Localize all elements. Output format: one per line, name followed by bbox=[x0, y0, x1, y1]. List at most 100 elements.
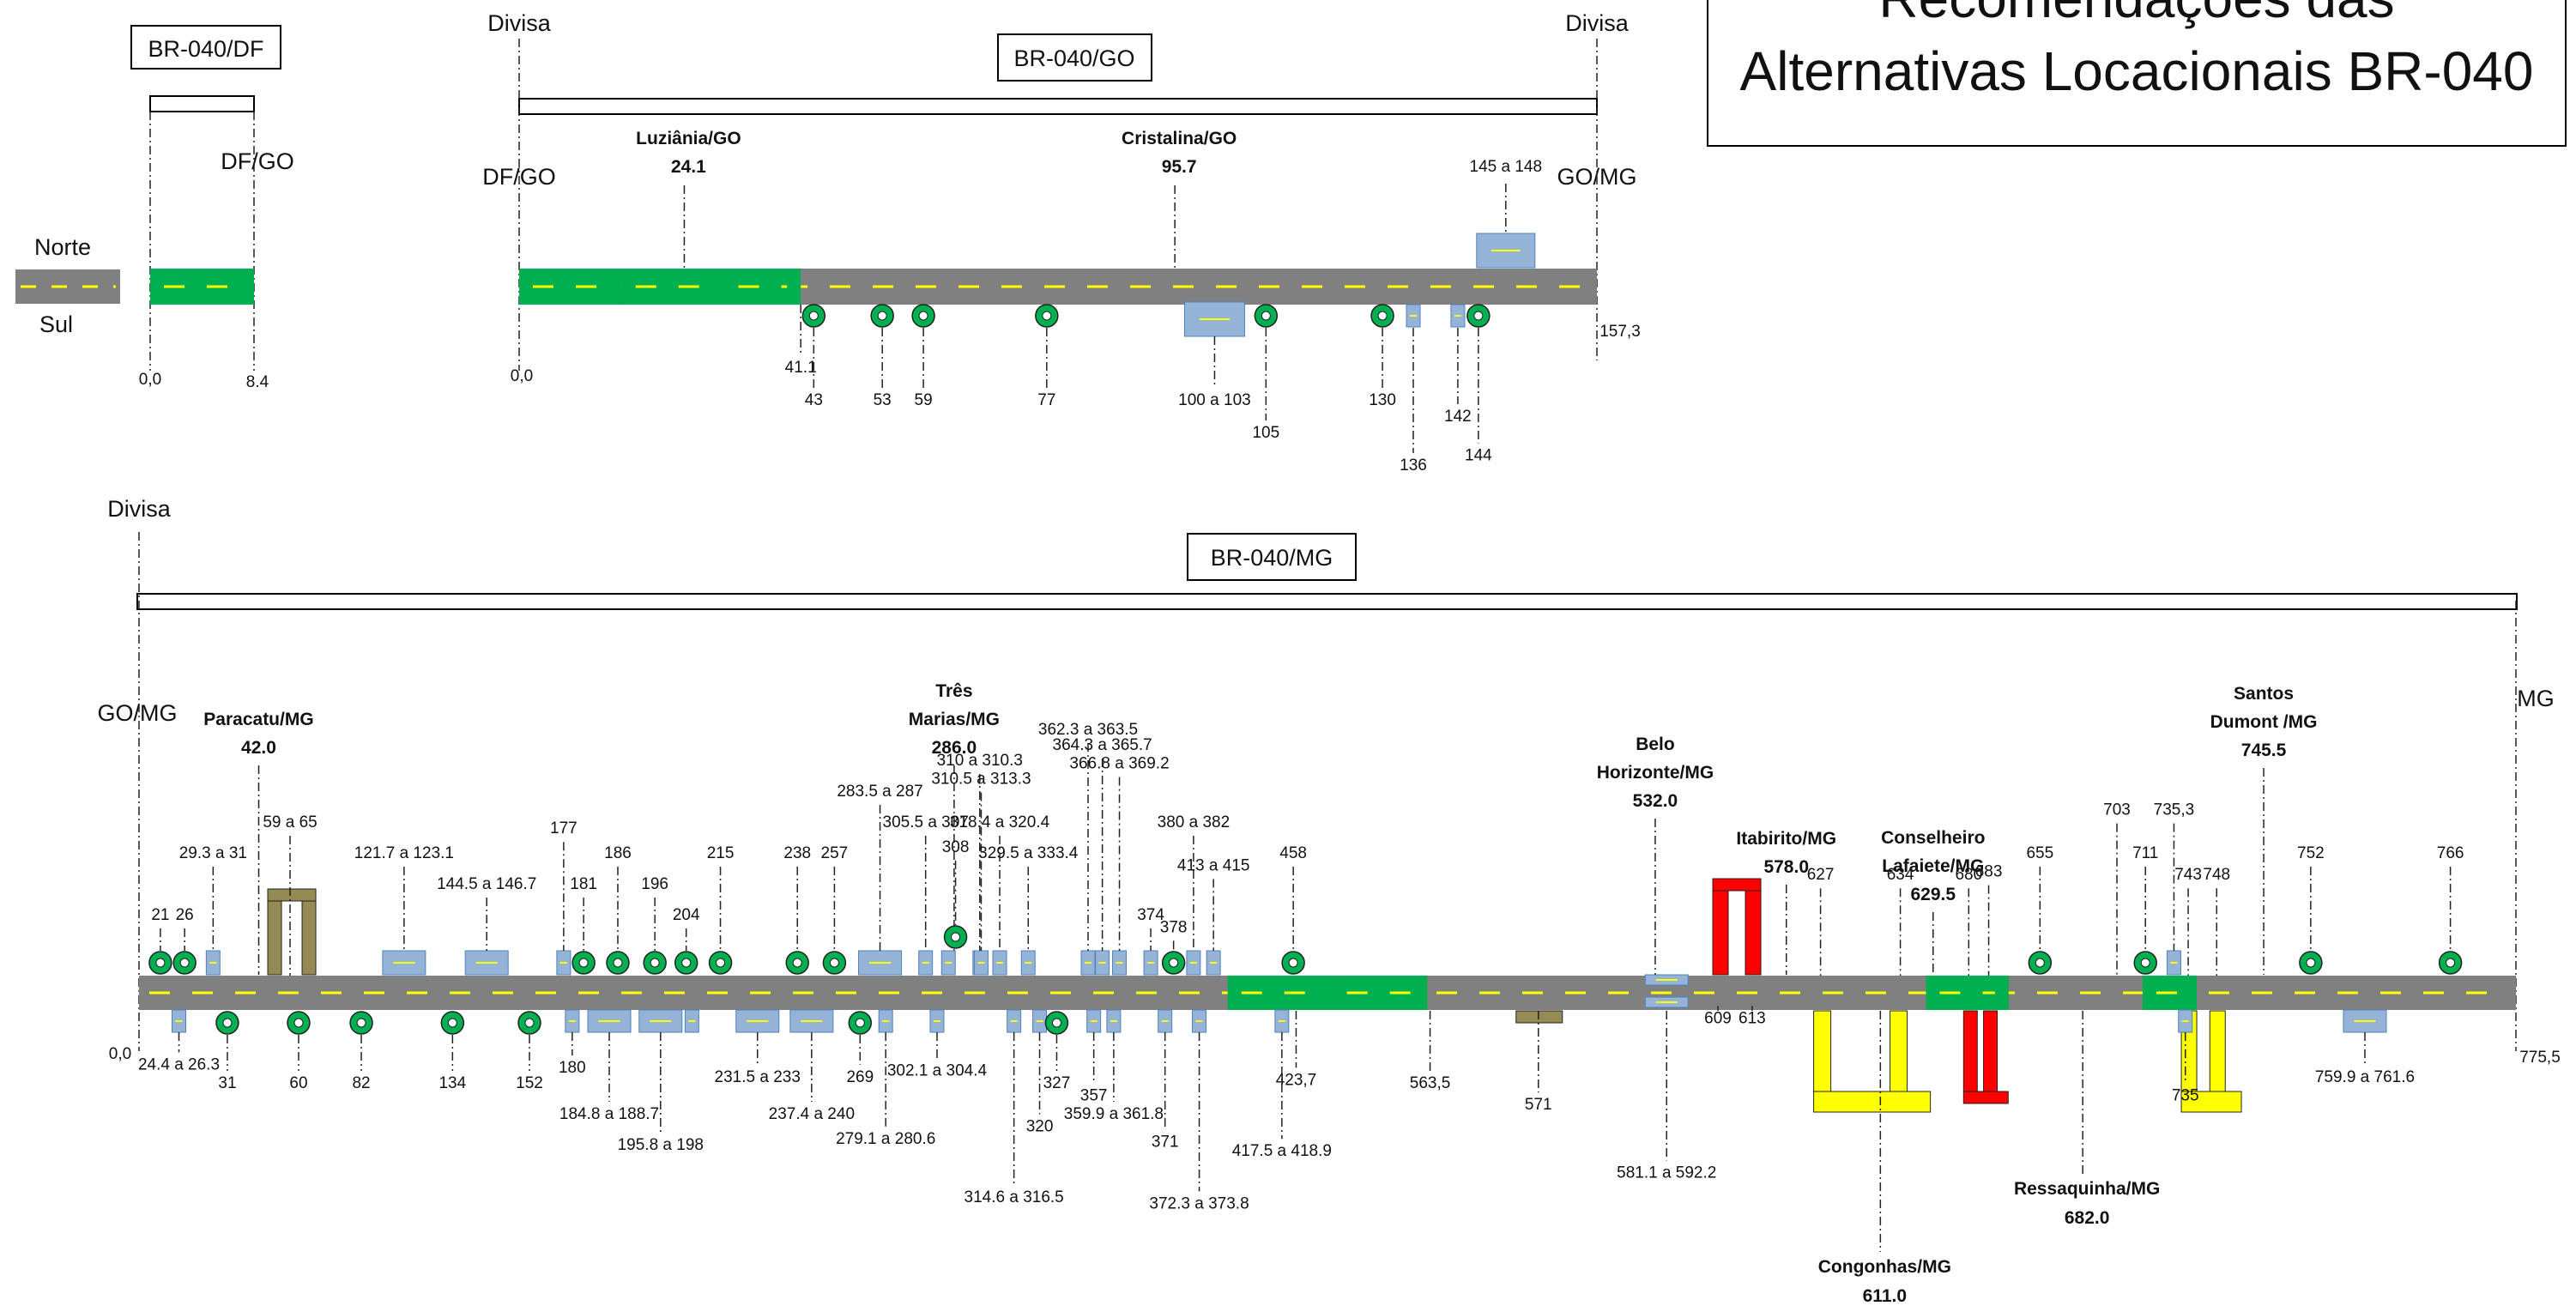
df-border-end: DF/GO bbox=[221, 148, 294, 174]
mg-marker-label: 634 bbox=[1887, 866, 1914, 884]
mg-marker-label: 269 bbox=[846, 1068, 874, 1086]
mg-marker-label: 181 bbox=[570, 875, 597, 893]
go-circle-marker-center bbox=[1377, 311, 1388, 321]
mg-marker-label: 581.1 a 592.2 bbox=[1617, 1164, 1716, 1182]
go-marker-label: 59 bbox=[915, 391, 933, 409]
mg-yellow-structure-pillar bbox=[1890, 1010, 1908, 1092]
go-marker-label: 43 bbox=[805, 391, 823, 409]
mg-circle-marker-center bbox=[293, 1018, 304, 1028]
mg-circle-marker-center bbox=[716, 958, 726, 968]
mg-marker-label: 177 bbox=[550, 819, 577, 837]
mg-city-name: Lafaiete/MG bbox=[1882, 856, 1984, 876]
mg-marker-label: 759.9 a 761.6 bbox=[2315, 1068, 2415, 1086]
mg-marker-label: 152 bbox=[516, 1074, 543, 1092]
go-km-end: 157,3 bbox=[1599, 323, 1641, 341]
mg-marker-label: 121.7 a 123.1 bbox=[354, 844, 454, 862]
mg-urban-segment bbox=[1926, 976, 2009, 1010]
mg-city-km: 286.0 bbox=[932, 738, 977, 758]
mg-marker-label: 571 bbox=[1525, 1096, 1552, 1114]
mg-circle-marker-center bbox=[356, 1018, 366, 1028]
mg-circle-marker-center bbox=[2035, 958, 2045, 968]
mg-circle-marker-center bbox=[1288, 958, 1298, 968]
mg-marker-label: 563,5 bbox=[1410, 1074, 1451, 1092]
go-urban-segment bbox=[724, 269, 801, 305]
mg-marker-label: 748 bbox=[2203, 866, 2230, 884]
mg-city-km: 682.0 bbox=[2065, 1208, 2110, 1228]
mg-city-km: 745.5 bbox=[2241, 741, 2287, 760]
mg-city-name: Belo bbox=[1636, 735, 1675, 754]
mg-red-structure-top bbox=[1712, 878, 1762, 892]
mg-city-km: 578.0 bbox=[1763, 857, 1809, 877]
mg-city-km: 629.5 bbox=[1911, 885, 1956, 904]
mg-city-name: Conselheiro bbox=[1881, 828, 1985, 848]
go-circle-marker-center bbox=[918, 311, 928, 321]
mg-circle-marker-center bbox=[2446, 958, 2456, 968]
mg-marker-label: 308 bbox=[942, 838, 970, 856]
mg-marker-label: 703 bbox=[2103, 801, 2131, 819]
mg-marker-label: 320 bbox=[1026, 1117, 1054, 1135]
go-marker-label: 136 bbox=[1400, 456, 1427, 475]
mg-marker-label: 237.4 a 240 bbox=[769, 1105, 855, 1123]
df-extent-bar bbox=[149, 95, 255, 112]
mg-marker-label: 31 bbox=[218, 1074, 236, 1092]
go-divisa-end: Divisa bbox=[1565, 10, 1629, 36]
mg-marker-label: 82 bbox=[352, 1074, 370, 1092]
mg-city-name: Congonhas/MG bbox=[1818, 1257, 1951, 1277]
mg-city-name: Horizonte/MG bbox=[1597, 763, 1714, 783]
mg-marker-label: 613 bbox=[1738, 1009, 1766, 1027]
mg-circle-marker-center bbox=[792, 958, 802, 968]
mg-circle-marker-center bbox=[951, 932, 961, 942]
go-section-box bbox=[997, 33, 1152, 82]
mg-circle-marker-center bbox=[155, 958, 166, 968]
mg-yellow-structure-base bbox=[1813, 1091, 1932, 1113]
mg-marker-label: 318.4 a 320.4 bbox=[950, 813, 1050, 831]
mg-marker-label: 24.4 a 26.3 bbox=[138, 1055, 220, 1073]
mg-marker-label: 134 bbox=[438, 1074, 466, 1092]
mg-marker-label: 329.5 a 333.4 bbox=[978, 844, 1079, 862]
mg-marker-label: 238 bbox=[783, 844, 811, 862]
mg-marker-label: 60 bbox=[289, 1074, 307, 1092]
mg-circle-marker-center bbox=[613, 958, 623, 968]
mg-circle-marker-center bbox=[681, 958, 692, 968]
mg-marker-label: 413 a 415 bbox=[1177, 856, 1250, 874]
mg-city-name: Paracatu/MG bbox=[203, 710, 313, 729]
mg-border-end: MG bbox=[2517, 686, 2555, 711]
mg-km-end: 775,5 bbox=[2519, 1049, 2561, 1067]
mg-marker-label: 362.3 a 363.5 bbox=[1038, 721, 1138, 739]
go-marker-label: 100 a 103 bbox=[1178, 391, 1251, 409]
mg-border-start: GO/MG bbox=[98, 700, 178, 726]
mg-marker-label: 364.3 a 365.7 bbox=[1053, 736, 1152, 754]
df-road-layer bbox=[149, 112, 255, 371]
mg-marker-label: 29.3 a 31 bbox=[179, 844, 247, 862]
mg-circle-marker-center bbox=[2306, 958, 2316, 968]
mg-yellow-structure-pillar bbox=[1813, 1010, 1832, 1092]
df-section-name: BR-040/DF bbox=[148, 36, 263, 62]
mg-marker-label: 680 bbox=[1955, 866, 1982, 884]
mg-circle-marker-center bbox=[222, 1018, 233, 1028]
mg-yellow-structure-base bbox=[2180, 1091, 2242, 1113]
mg-marker-label: 180 bbox=[559, 1059, 586, 1077]
df-km-end: 8.4 bbox=[246, 373, 269, 391]
mg-marker-label: 711 bbox=[2132, 844, 2158, 862]
go-marker-label: 130 bbox=[1369, 391, 1396, 409]
go-marker-label: 41.1 bbox=[785, 359, 817, 377]
mg-marker-label: 374 bbox=[1137, 906, 1164, 924]
mg-red-structure-pillar bbox=[1712, 890, 1729, 976]
mg-marker-label: 59 a 65 bbox=[263, 813, 317, 831]
go-circle-marker-center bbox=[1261, 311, 1271, 321]
mg-marker-label: 195.8 a 198 bbox=[618, 1136, 704, 1154]
mg-marker-label: 372.3 a 373.8 bbox=[1149, 1194, 1249, 1212]
go-city-name: Cristalina/GO bbox=[1122, 129, 1237, 148]
mg-marker-label: 215 bbox=[707, 844, 735, 862]
mg-marker-label: 735,3 bbox=[2154, 801, 2195, 819]
mg-marker-label: 186 bbox=[604, 844, 632, 862]
df-section-box bbox=[130, 25, 281, 70]
mg-marker-label: 310 a 310.3 bbox=[937, 752, 1023, 770]
mg-marker-label: 359.9 a 361.8 bbox=[1064, 1105, 1164, 1123]
mg-olive-box bbox=[1515, 1010, 1563, 1024]
mg-marker-label: 231.5 a 233 bbox=[715, 1068, 801, 1086]
go-city-km: 24.1 bbox=[671, 157, 706, 177]
mg-marker-label: 184.8 a 188.7 bbox=[559, 1105, 659, 1123]
